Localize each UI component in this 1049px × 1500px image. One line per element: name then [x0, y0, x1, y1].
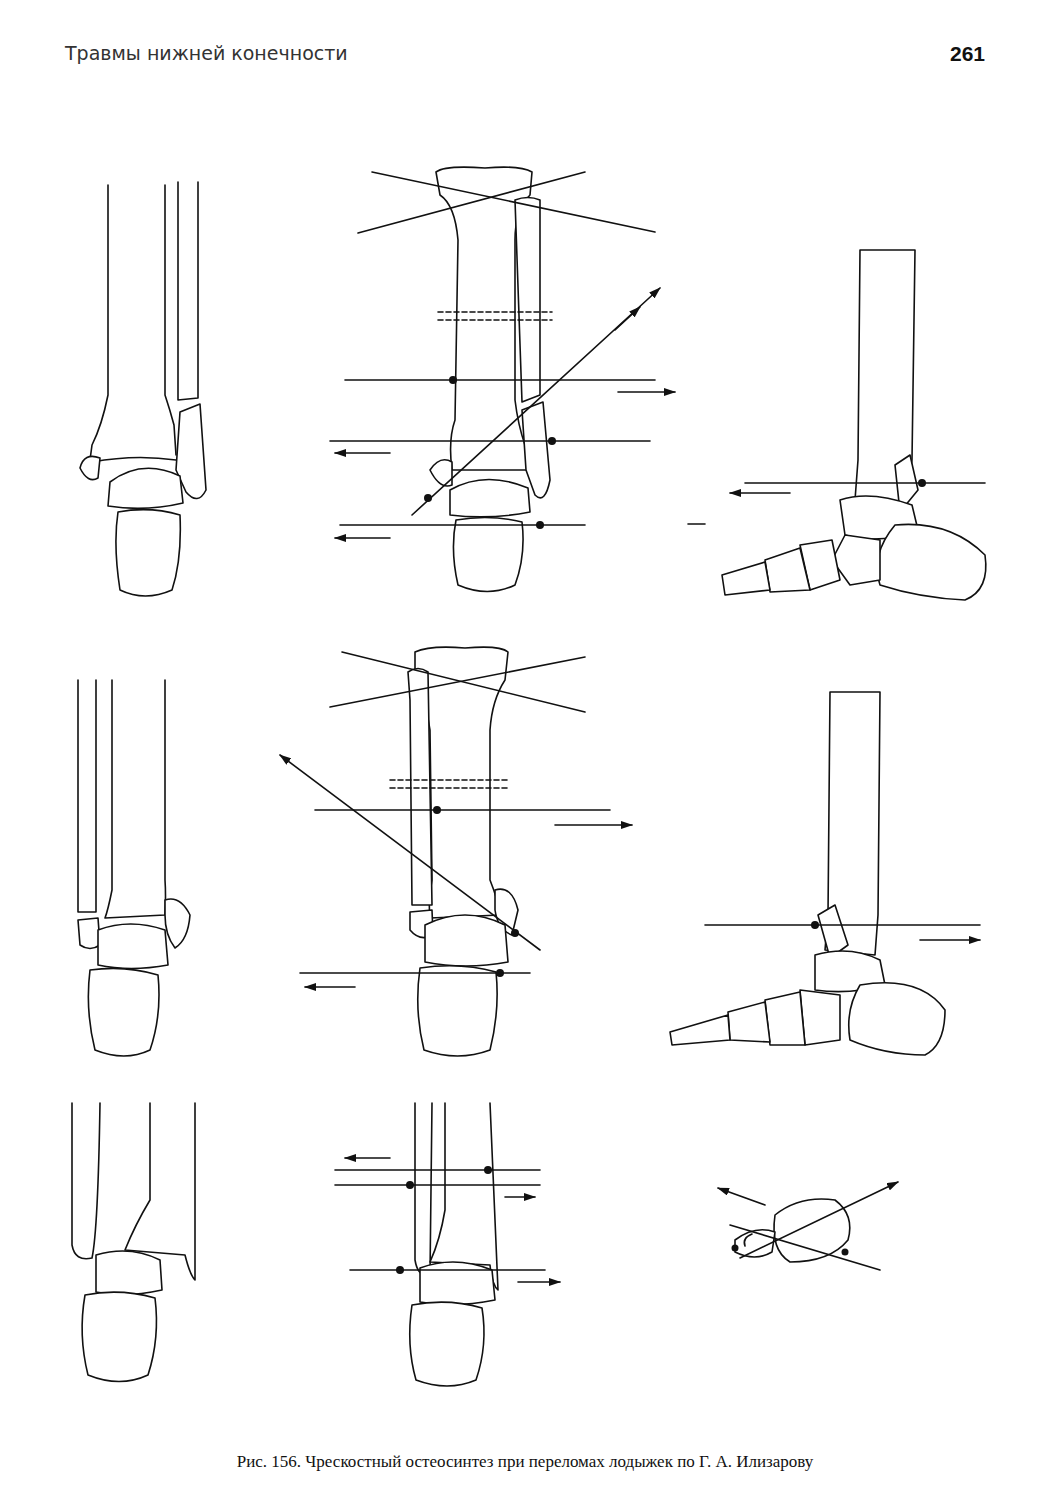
running-head: Травмы нижней конечности [65, 42, 348, 64]
panel-9 [718, 1182, 898, 1270]
panel-1 [80, 182, 206, 596]
panel-2 [330, 167, 675, 591]
panel-4 [78, 680, 190, 1056]
panel-3 [688, 250, 986, 600]
panel-5 [280, 647, 632, 1056]
panel-7 [72, 1103, 195, 1382]
panel-6 [670, 692, 980, 1055]
panel-8 [335, 1103, 560, 1386]
figure-caption: Рис. 156. Чрескостный остеосинтез при пе… [237, 1452, 814, 1472]
page-number: 261 [950, 42, 985, 66]
